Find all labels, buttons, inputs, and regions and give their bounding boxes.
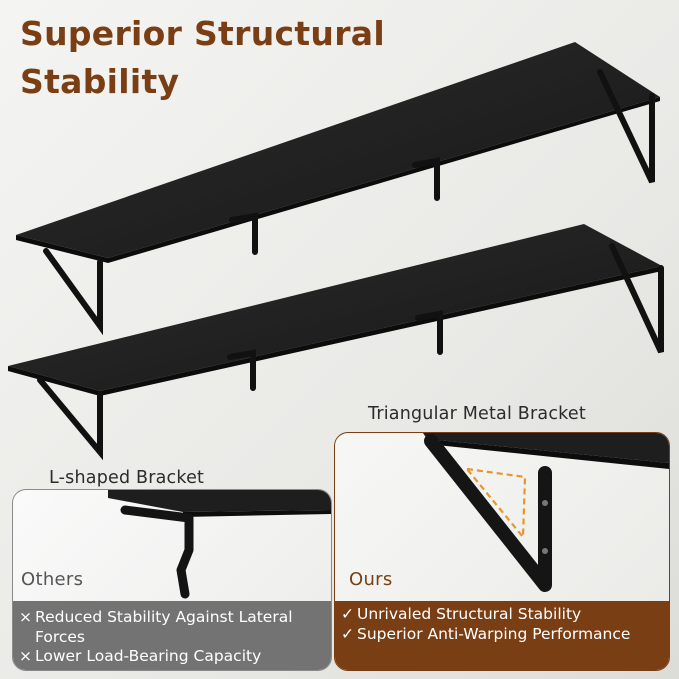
ours-point-2-text: Superior Anti-Warping Performance: [357, 624, 631, 643]
others-point-1-text: Reduced Stability Against Lateral Forces: [35, 608, 293, 646]
check-icon: ✓: [341, 624, 354, 643]
title-line-2: Stability: [20, 62, 180, 101]
triangular-bracket-closeup: [423, 433, 669, 592]
title-line-1: Superior Structural: [20, 14, 385, 53]
cross-icon: ×: [19, 647, 32, 665]
ours-panel: Ours ✓Unrivaled Structural Stability ✓Su…: [334, 432, 670, 671]
ours-title: Ours: [349, 569, 393, 590]
others-panel: Others ×Reduced Stability Against Latera…: [12, 489, 332, 671]
ours-point-2: ✓Superior Anti-Warping Performance: [335, 625, 669, 645]
others-point-1: ×Reduced Stability Against Lateral Force…: [13, 608, 331, 647]
others-point-2: ×Lower Load-Bearing Capacity: [13, 647, 331, 667]
l-bracket-closeup: [108, 490, 331, 599]
page-title: Superior Structural Stability: [20, 10, 385, 106]
triangle-highlight: [464, 467, 527, 540]
lower-shelf: [8, 224, 664, 461]
ours-bar: ✓Unrivaled Structural Stability ✓Superio…: [335, 601, 669, 670]
upper-shelf: [16, 42, 660, 336]
others-point-2-text: Lower Load-Bearing Capacity: [35, 647, 262, 665]
cross-icon: ×: [19, 608, 32, 626]
ours-point-1-text: Unrivaled Structural Stability: [357, 605, 582, 623]
others-bar: ×Reduced Stability Against Lateral Force…: [13, 601, 331, 670]
l-shaped-bracket-label: L-shaped Bracket: [49, 468, 205, 488]
check-icon: ✓: [341, 605, 354, 623]
ours-point-1: ✓Unrivaled Structural Stability: [335, 605, 669, 625]
others-title: Others: [21, 569, 84, 590]
triangular-bracket-label: Triangular Metal Bracket: [368, 404, 586, 424]
